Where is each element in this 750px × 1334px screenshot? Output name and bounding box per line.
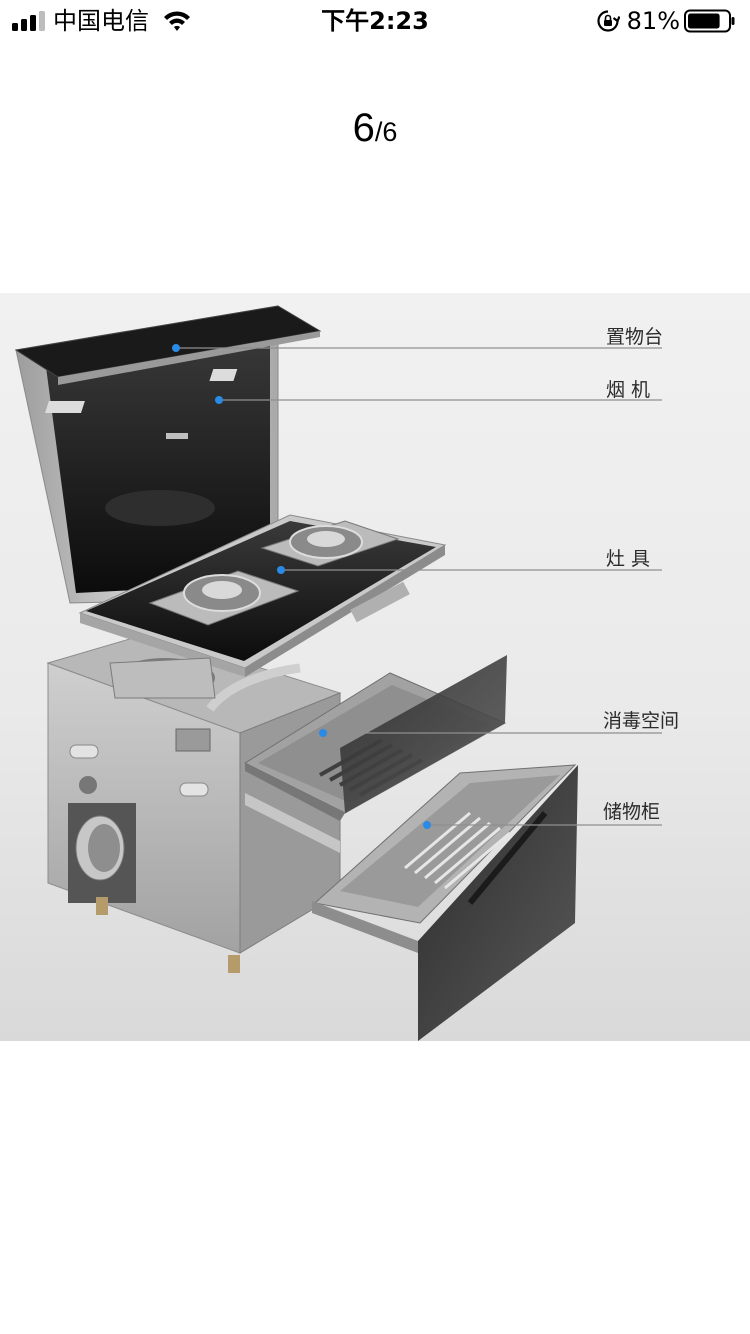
- callout-label-shelf: 置物台: [606, 326, 664, 348]
- carrier-name: 中国电信: [53, 7, 149, 35]
- wifi-icon: [164, 11, 190, 31]
- callout-label-disinfection: 消毒空间: [603, 710, 680, 732]
- burner-back: [260, 520, 400, 567]
- disinfection-drawer: [243, 655, 507, 853]
- counter-separator: /: [374, 117, 383, 147]
- callout-label-storage: 储物柜: [603, 801, 661, 823]
- image-page-counter: 6/6: [0, 106, 750, 151]
- signal-icon: [12, 11, 48, 31]
- status-time: 下午2:23: [321, 7, 429, 35]
- callout-dot-disinfection: [319, 729, 327, 737]
- callout-dot-cooktop: [277, 566, 285, 574]
- storage-drawer: [312, 764, 578, 1041]
- current-image-index: 6: [352, 106, 375, 150]
- callout-label-cooktop: 灶 具: [606, 548, 651, 570]
- callout-dot-storage: [423, 821, 431, 829]
- status-bar: 中国电信 下午2:23 81%: [0, 0, 750, 40]
- callout-leader-lines: [176, 347, 662, 826]
- integrated-stove-illustration: [14, 305, 662, 1041]
- callout-dots: [172, 344, 431, 829]
- burner-front: [148, 570, 300, 626]
- total-image-count: 6: [382, 117, 398, 147]
- callout-dot-shelf: [172, 344, 180, 352]
- orientation-lock-icon: [597, 10, 620, 32]
- cooktop: [78, 514, 447, 677]
- battery-percentage: 81%: [626, 7, 680, 35]
- product-image[interactable]: 置物台 烟 机 灶 具 消毒空间 储物柜: [0, 293, 750, 1041]
- battery-icon: [684, 9, 735, 33]
- callout-label-range-hood: 烟 机: [606, 379, 651, 401]
- range-hood: [14, 305, 322, 604]
- callout-dot-range-hood: [215, 396, 223, 404]
